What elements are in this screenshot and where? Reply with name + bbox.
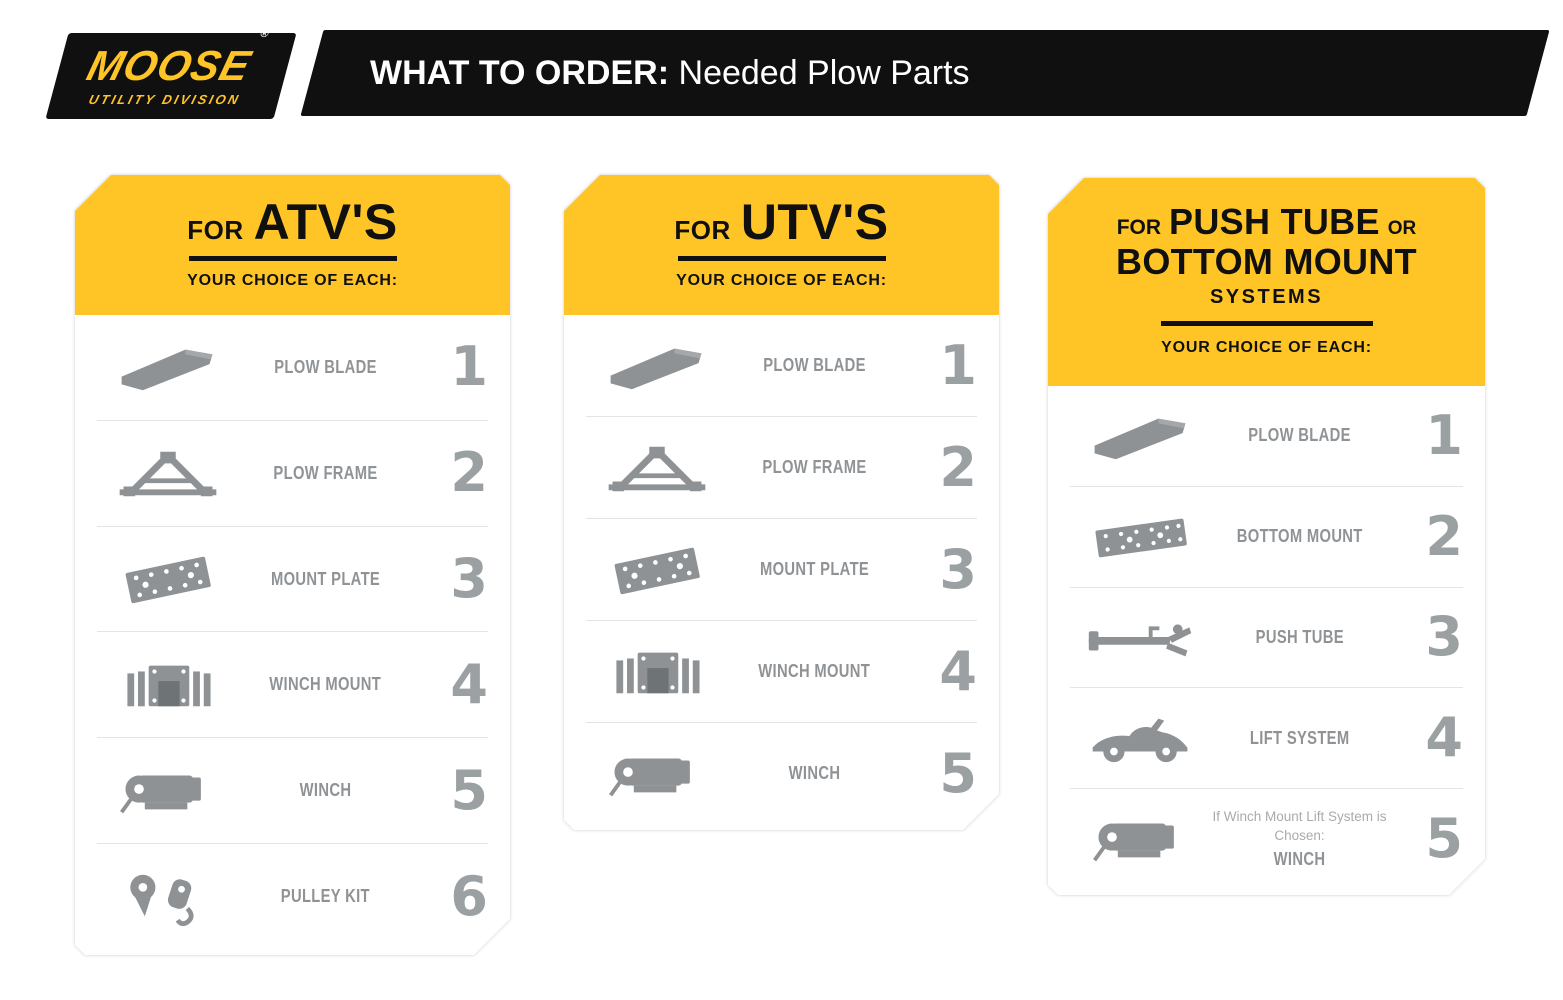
plow-blade-icon bbox=[97, 338, 239, 396]
mount-plate-icon bbox=[97, 550, 239, 608]
part-row: WINCH MOUNT 4 bbox=[97, 631, 488, 737]
part-number: 4 bbox=[939, 639, 977, 703]
part-row: PLOW BLADE 1 bbox=[586, 315, 977, 416]
part-number: 2 bbox=[1425, 504, 1463, 568]
card-utv-title: UTV'S bbox=[740, 194, 889, 250]
part-number: 2 bbox=[939, 435, 977, 499]
part-label: WINCH bbox=[1273, 848, 1326, 869]
moose-logo: MOOSE® UTILITY DIVISION bbox=[45, 28, 297, 119]
part-number: 2 bbox=[450, 441, 488, 505]
part-row: WINCH 5 bbox=[97, 737, 488, 843]
header-rule bbox=[1161, 321, 1373, 326]
part-label: PUSH TUBE bbox=[1255, 626, 1344, 647]
winch-icon bbox=[97, 762, 239, 820]
card-push-title-line2: BOTTOM MOUNT bbox=[1116, 241, 1417, 283]
card-utv-body: PLOW BLADE 1 PLOW FRAME 2 MOUNT PLATE 3 bbox=[564, 315, 999, 830]
part-number: 3 bbox=[450, 547, 488, 611]
card-utv: FOR UTV'S YOUR CHOICE OF EACH: PLOW BLAD… bbox=[564, 175, 999, 830]
part-number: 3 bbox=[1425, 605, 1463, 669]
plow-frame-icon bbox=[97, 444, 239, 502]
winch-icon bbox=[1070, 810, 1212, 868]
part-row: MOUNT PLATE 3 bbox=[97, 526, 488, 632]
part-row: PLOW BLADE 1 bbox=[97, 315, 488, 420]
part-row: PUSH TUBE 3 bbox=[1070, 587, 1463, 688]
page-title: WHAT TO ORDER: Needed Plow Parts bbox=[312, 30, 1538, 116]
plow-frame-icon bbox=[586, 439, 728, 497]
part-number: 1 bbox=[450, 335, 488, 399]
card-push-title-line1: PUSH TUBE bbox=[1169, 201, 1380, 242]
part-label: PLOW BLADE bbox=[1248, 425, 1351, 446]
header-rule bbox=[678, 256, 886, 261]
part-number: 4 bbox=[450, 652, 488, 716]
card-atv-body: PLOW BLADE 1 PLOW FRAME 2 MOUNT PLATE 3 bbox=[75, 315, 510, 955]
card-push-for: FOR bbox=[1116, 216, 1162, 239]
page-title-rest: Needed Plow Parts bbox=[678, 53, 970, 92]
moose-logo-brand: MOOSE® bbox=[82, 28, 272, 89]
plow-blade-icon bbox=[586, 337, 728, 395]
part-label: MOUNT PLATE bbox=[759, 559, 870, 579]
part-number: 6 bbox=[450, 864, 488, 928]
card-atv-title: ATV'S bbox=[253, 194, 398, 250]
part-row: PLOW FRAME 2 bbox=[97, 420, 488, 526]
part-row: BOTTOM MOUNT 2 bbox=[1070, 486, 1463, 587]
winch-icon bbox=[586, 745, 728, 803]
registered-mark: ® bbox=[258, 28, 272, 40]
part-label: WINCH MOUNT bbox=[269, 674, 382, 695]
card-atv: FOR ATV'S YOUR CHOICE OF EACH: PLOW BLAD… bbox=[75, 175, 510, 955]
page-title-bold: WHAT TO ORDER bbox=[370, 53, 658, 92]
part-row: PULLEY KIT 6 bbox=[97, 843, 488, 949]
part-label: PLOW FRAME bbox=[273, 462, 378, 483]
card-atv-header: FOR ATV'S YOUR CHOICE OF EACH: bbox=[75, 175, 510, 315]
card-atv-subtitle: YOUR CHOICE OF EACH: bbox=[187, 272, 398, 289]
card-push-or: OR bbox=[1387, 218, 1417, 239]
mount-plate-icon bbox=[586, 541, 728, 599]
card-push-tube-bottom-mount: FOR PUSH TUBE OR BOTTOM MOUNT SYSTEMS YO… bbox=[1048, 178, 1485, 895]
pulley-kit-icon bbox=[97, 868, 239, 926]
winch-mount-icon bbox=[97, 656, 239, 714]
moose-logo-subtitle: UTILITY DIVISION bbox=[87, 92, 243, 107]
part-label: WINCH MOUNT bbox=[758, 661, 871, 681]
part-label: WINCH bbox=[788, 763, 841, 783]
bottom-mount-icon bbox=[1070, 508, 1212, 566]
part-label: PLOW BLADE bbox=[763, 355, 866, 375]
part-label: PLOW BLADE bbox=[274, 356, 377, 377]
card-utv-header: FOR UTV'S YOUR CHOICE OF EACH: bbox=[564, 175, 999, 315]
card-utv-for: FOR bbox=[674, 215, 731, 245]
part-number: 5 bbox=[450, 758, 488, 822]
part-label: PULLEY KIT bbox=[280, 886, 371, 907]
lift-system-icon bbox=[1070, 709, 1212, 767]
card-push-header: FOR PUSH TUBE OR BOTTOM MOUNT SYSTEMS YO… bbox=[1048, 178, 1485, 386]
part-number: 3 bbox=[939, 537, 977, 601]
winch-condition-note: If Winch Mount Lift System is Chosen: bbox=[1212, 809, 1387, 843]
plow-blade-icon bbox=[1070, 407, 1212, 465]
part-row: PLOW FRAME 2 bbox=[586, 416, 977, 518]
card-push-body: PLOW BLADE 1 BOTTOM MOUNT 2 PUSH TUBE 3 bbox=[1048, 386, 1485, 895]
part-number: 5 bbox=[1425, 807, 1463, 871]
card-push-title-line3: SYSTEMS bbox=[1209, 285, 1324, 308]
part-label: PLOW FRAME bbox=[762, 457, 867, 477]
part-label: MOUNT PLATE bbox=[270, 568, 381, 589]
part-label: BOTTOM MOUNT bbox=[1236, 526, 1363, 547]
part-number: 5 bbox=[939, 741, 977, 805]
push-tube-icon bbox=[1070, 608, 1212, 666]
part-row: MOUNT PLATE 3 bbox=[586, 518, 977, 620]
card-push-subtitle: YOUR CHOICE OF EACH: bbox=[1161, 338, 1372, 356]
part-number: 4 bbox=[1425, 706, 1463, 770]
part-label: WINCH bbox=[299, 780, 352, 801]
part-number: 1 bbox=[939, 333, 977, 397]
title-banner: WHAT TO ORDER: Needed Plow Parts bbox=[300, 30, 1550, 116]
part-number: 1 bbox=[1425, 403, 1463, 467]
part-label: LIFT SYSTEM bbox=[1249, 727, 1350, 748]
card-utv-subtitle: YOUR CHOICE OF EACH: bbox=[676, 272, 887, 289]
part-row: PLOW BLADE 1 bbox=[1070, 386, 1463, 486]
page-title-separator: : bbox=[657, 53, 679, 92]
part-row: WINCH MOUNT 4 bbox=[586, 620, 977, 722]
header-rule bbox=[189, 256, 397, 261]
winch-mount-icon bbox=[586, 643, 728, 701]
part-row: If Winch Mount Lift System is Chosen: WI… bbox=[1070, 788, 1463, 889]
part-row: LIFT SYSTEM 4 bbox=[1070, 687, 1463, 788]
card-atv-for: FOR bbox=[187, 215, 244, 245]
part-row: WINCH 5 bbox=[586, 722, 977, 824]
